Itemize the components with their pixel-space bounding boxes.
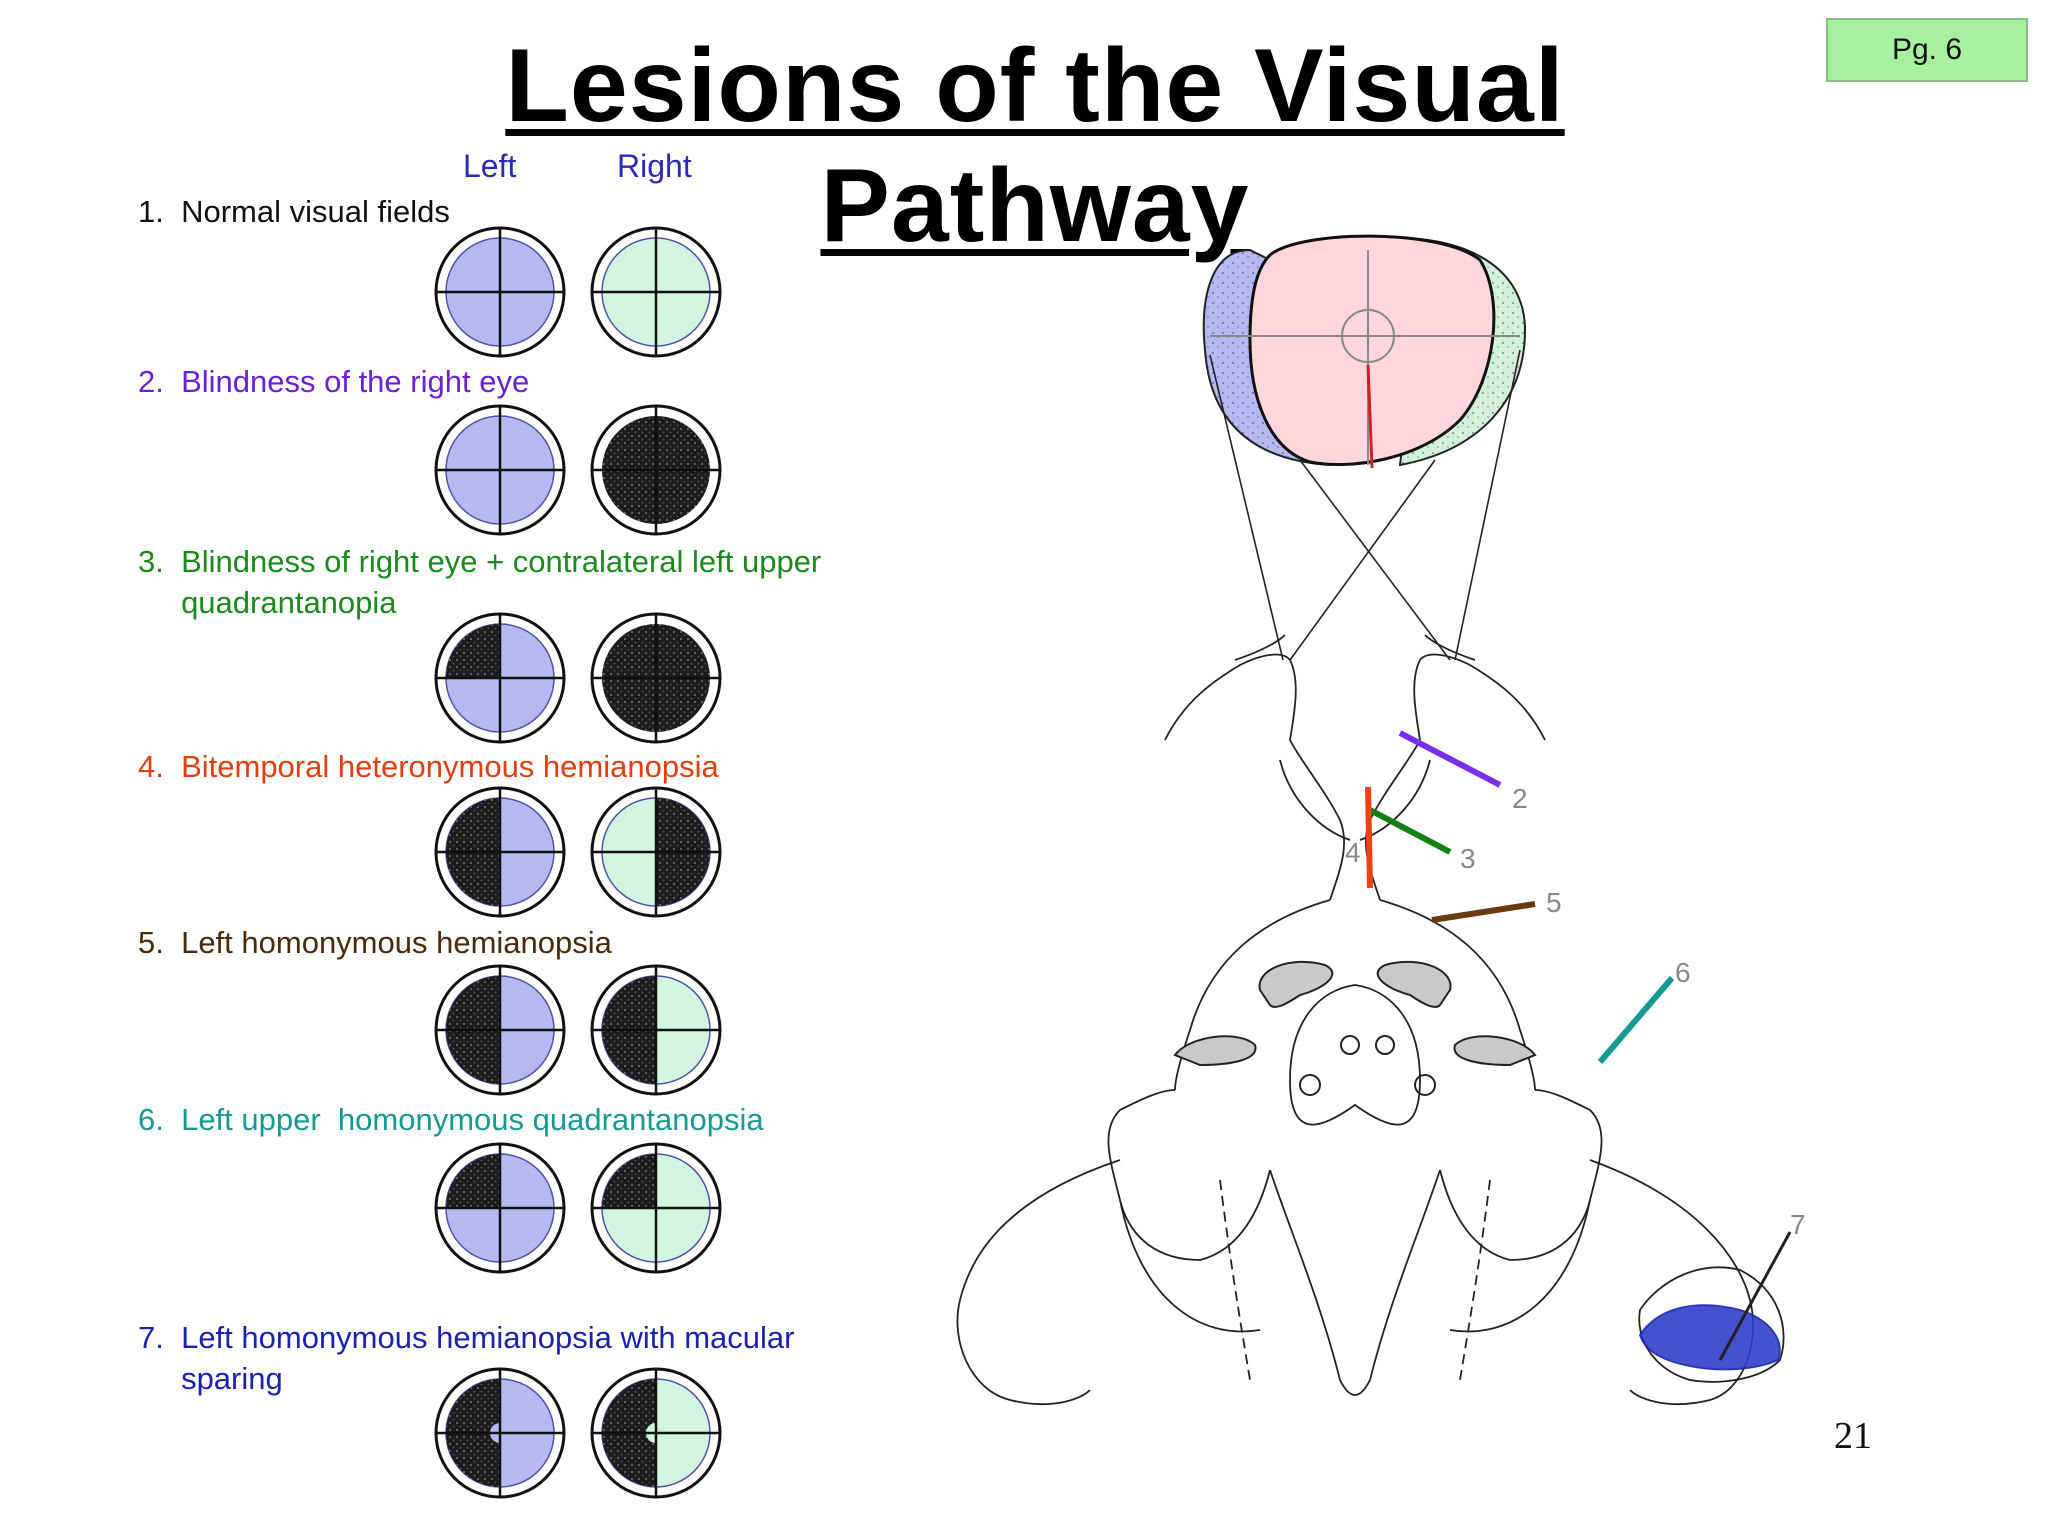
case-1-label: 1. Normal visual fields (138, 194, 450, 229)
page-number: 21 (1834, 1415, 1872, 1457)
left-eye-field-6 (434, 1142, 566, 1274)
left-eye-field-4 (434, 786, 566, 918)
right-eye-field-2 (590, 404, 722, 536)
lesion-label-7: 7 (1790, 1209, 1806, 1240)
left-column-header: Left (463, 148, 517, 184)
combined-visual-field (1202, 234, 1527, 469)
left-eye-field-3 (434, 612, 566, 744)
case-7-label: 7. Left homonymous hemianopsia with macu… (138, 1320, 795, 1396)
lesion-2-marker (1398, 730, 1502, 788)
lesion-7-marker (1718, 1231, 1792, 1361)
case-5-label: 5. Left homonymous hemianopsia (138, 925, 612, 960)
lesion-6-marker (1597, 976, 1675, 1064)
case-4-label: 4. Bitemporal heteronymous hemianopsia (138, 749, 719, 784)
binocular-field (1248, 234, 1496, 467)
right-eye-field-5 (590, 964, 722, 1096)
left-eye-field-7 (434, 1367, 566, 1499)
right-eye-field-1 (590, 226, 722, 358)
right-eye-field-3 (590, 612, 722, 744)
lesion-label-3: 3 (1460, 843, 1476, 874)
brain-section (956, 899, 1754, 1406)
right-eye-field-6 (590, 1142, 722, 1274)
lesion-labels: 2 3 4 5 6 7 (1345, 783, 1806, 1240)
left-eye-field-1 (434, 226, 566, 358)
lesion-5-marker (1431, 901, 1536, 923)
right-eye-field-7 (590, 1367, 722, 1499)
lateral-geniculate-bodies (1173, 960, 1537, 1096)
lesion-label-6: 6 (1675, 957, 1691, 988)
lesion-label-2: 2 (1512, 783, 1528, 814)
page-title: Lesions of the Visual Pathway (505, 28, 1565, 264)
case-3-label: 3. Blindness of right eye + contralatera… (138, 544, 822, 620)
lesion-markers (1365, 730, 1792, 1361)
lesion-label-5: 5 (1546, 887, 1562, 918)
lesion-3-marker (1368, 807, 1452, 855)
left-eye-field-5 (434, 964, 566, 1096)
case-6-label: 6. Left upper homonymous quadrantanopsia (138, 1102, 764, 1137)
right-column-header: Right (617, 148, 692, 184)
occipital-cortex (1638, 1266, 1785, 1383)
lesion-4-marker (1365, 786, 1373, 889)
field-projection-lines (1209, 349, 1521, 661)
case-2-label: 2. Blindness of the right eye (138, 364, 530, 399)
lesion-label-4: 4 (1345, 837, 1361, 868)
left-eye-field-2 (434, 404, 566, 536)
right-eye-field-4 (590, 786, 722, 918)
page-tag: Pg. 6 (1826, 18, 2028, 82)
